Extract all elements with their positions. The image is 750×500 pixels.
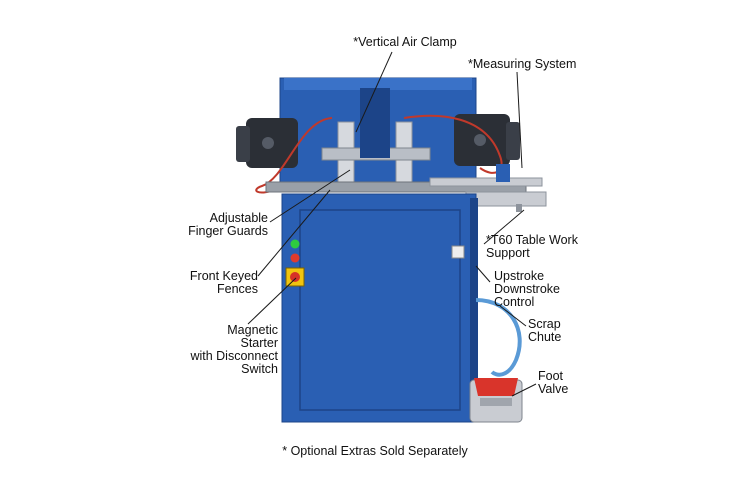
vertical-air-clamp [321,88,431,189]
callout-adjustable-finger-guards: Adjustable Finger Guards [188,211,268,238]
cabinet-door [299,209,461,411]
measuring-stop [496,164,510,182]
callout-magnetic-starter: Magnetic Starter with Disconnect Switch [190,323,278,376]
callout-scrap-chute: Scrap Chute [528,317,562,344]
foot-pedal-icon [469,378,523,423]
right-motor-icon [454,114,520,166]
callout-lines [247,51,537,397]
callout-vertical-air-clamp: *Vertical Air Clamp [353,35,457,49]
callout-foot-valve: Foot Valve [538,369,569,396]
control-buttons-icon [285,239,305,287]
footnote-optional-extras: * Optional Extras Sold Separately [282,444,468,458]
air-hose-right [403,114,503,174]
air-hose [255,117,333,194]
lower-cabinet [281,193,477,423]
callout-table-work-support: *T60 Table Work Support [486,233,578,260]
scrap-chute-hose [475,298,522,377]
left-motor-icon [236,118,298,168]
callout-upstroke-downstroke-control: Upstroke Downstroke Control [494,269,560,309]
callout-front-keyed-fences: Front Keyed Fences [189,269,258,296]
front-fence [265,181,527,193]
measuring-rail [429,177,543,187]
cabinet-side [470,198,478,422]
warning-label [451,245,465,259]
callout-measuring-system: *Measuring System [468,57,577,71]
